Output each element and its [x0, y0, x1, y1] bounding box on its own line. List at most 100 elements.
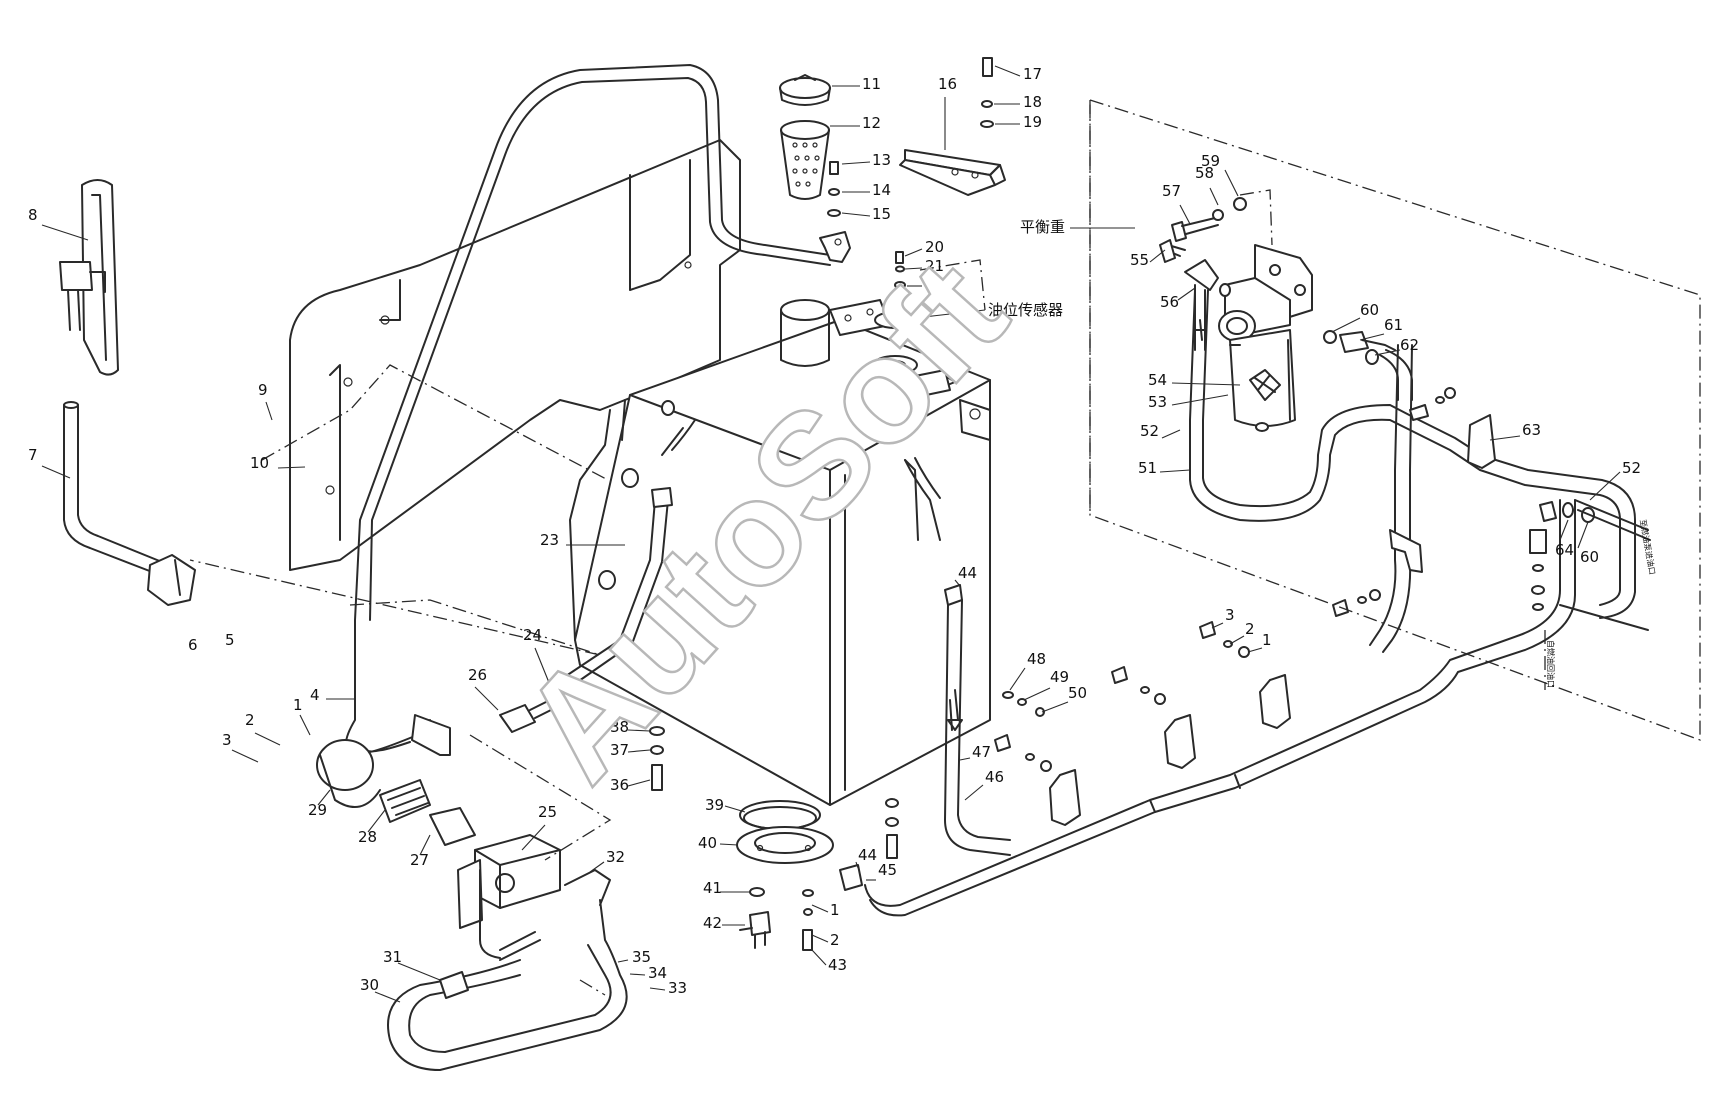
- callout-leader: [1589, 471, 1621, 501]
- tank-bottom-bolts: [885, 798, 899, 859]
- dash-lines: [189, 99, 1701, 996]
- callout-number: 52: [1622, 459, 1641, 477]
- callout-number: 13: [872, 151, 891, 169]
- pre-filter-assembly: [316, 739, 628, 1071]
- callout-number: 28: [358, 828, 377, 846]
- callout-number: 37: [610, 741, 629, 759]
- callout-number: 30: [360, 976, 379, 994]
- callout-leader: [1171, 382, 1241, 386]
- callout-leader: [317, 789, 331, 806]
- callout-leader: [277, 466, 306, 469]
- callout-number: 46: [985, 768, 1004, 786]
- callout-leader: [1224, 169, 1239, 197]
- callout-leader: [1041, 701, 1069, 713]
- callout-number: 51: [1138, 459, 1157, 477]
- access-cover: [736, 800, 834, 951]
- callout-number: 23: [540, 531, 559, 549]
- callout-number: 27: [410, 851, 429, 869]
- callout-number: 1: [1262, 631, 1272, 649]
- callout-number: 1: [293, 696, 303, 714]
- callout-leader: [841, 161, 871, 165]
- callout-number: 55: [1130, 251, 1149, 269]
- callout-number: 48: [1027, 650, 1046, 668]
- callout-leader: [1209, 187, 1219, 206]
- bracket-16: [899, 149, 1006, 196]
- callout-leader: [521, 824, 546, 851]
- callout-number: 2: [245, 711, 255, 729]
- callout-number: 56: [1160, 293, 1179, 311]
- fuel-filter: [1159, 197, 1413, 432]
- callout-leader: [1171, 394, 1229, 406]
- bolts-top: [827, 57, 994, 289]
- fuel-line-46: [904, 459, 1011, 856]
- callout-number: 63: [1522, 421, 1541, 439]
- callout-leader: [841, 212, 871, 217]
- callout-number: 33: [668, 979, 687, 997]
- callout-number: 21: [925, 257, 944, 275]
- callout-leader: [1577, 521, 1589, 549]
- filler-cap: [779, 74, 831, 106]
- callout-leader: [1009, 667, 1026, 691]
- callout-number: 35: [632, 948, 651, 966]
- callout-leader: [649, 987, 666, 991]
- fuel-line-45: [839, 499, 1576, 917]
- callout-number: 53: [1148, 393, 1167, 411]
- callout-number: 8: [28, 206, 38, 224]
- fuel-level-sensor: [872, 311, 951, 399]
- callout-number: 15: [872, 205, 891, 223]
- callout-leader: [374, 991, 401, 1003]
- callout-leader: [1247, 647, 1263, 653]
- mirror: [59, 179, 119, 376]
- callout-number: 41: [703, 879, 722, 897]
- callout-number: 1: [830, 901, 840, 919]
- callout-number: 24: [523, 626, 542, 644]
- callout-leader: [254, 732, 281, 746]
- callout-number: 5: [225, 631, 235, 649]
- callout-leader: [1331, 317, 1361, 333]
- callout-leader: [627, 749, 651, 753]
- callout-leader: [1489, 435, 1521, 441]
- callout-number: 16: [938, 75, 957, 93]
- callout-number: 45: [878, 861, 897, 879]
- to-pump-label: 至燃油泵进油口: [1638, 519, 1658, 576]
- right-bolts: [994, 387, 1547, 772]
- callout-number: 52: [1140, 422, 1159, 440]
- callout-leader: [397, 962, 441, 981]
- callout-leader: [904, 267, 923, 270]
- callout-leader: [724, 805, 746, 813]
- callout-number: 3: [1225, 606, 1235, 624]
- callout-leader: [299, 714, 311, 736]
- callout-number: 10: [250, 454, 269, 472]
- drain-plug: [649, 726, 665, 791]
- callout-leader: [855, 861, 859, 869]
- callout-number: 39: [705, 796, 724, 814]
- callout-number: 50: [1068, 684, 1087, 702]
- callout-leader: [1559, 519, 1569, 541]
- callouts: 1234567891011121314151617181920212223242…: [28, 65, 1641, 1003]
- callout-number: 32: [606, 848, 625, 866]
- callout-leader: [419, 834, 431, 856]
- callout-leader: [811, 934, 829, 943]
- callout-number: 49: [1050, 668, 1069, 686]
- callout-number: 29: [308, 801, 327, 819]
- callout-number: 44: [858, 846, 877, 864]
- callout-leader: [719, 843, 739, 846]
- callout-leader: [367, 809, 386, 833]
- callout-number: 64: [1555, 541, 1574, 559]
- callout-number: 4: [310, 686, 320, 704]
- callout-leader: [1359, 333, 1385, 341]
- callout-number: 2: [1245, 620, 1255, 638]
- hose-23: [559, 419, 696, 691]
- callout-leader: [617, 959, 629, 963]
- callout-number: 54: [1148, 371, 1167, 389]
- right-fittings: [1539, 499, 1651, 631]
- callout-leader: [1177, 287, 1196, 301]
- callout-number: 6: [188, 636, 198, 654]
- callout-leader: [994, 65, 1021, 77]
- strainer-bracket: [819, 231, 891, 336]
- callout-number: 44: [958, 564, 977, 582]
- callout-number: 38: [610, 718, 629, 736]
- callout-number: 12: [862, 114, 881, 132]
- callout-number: 34: [648, 964, 667, 982]
